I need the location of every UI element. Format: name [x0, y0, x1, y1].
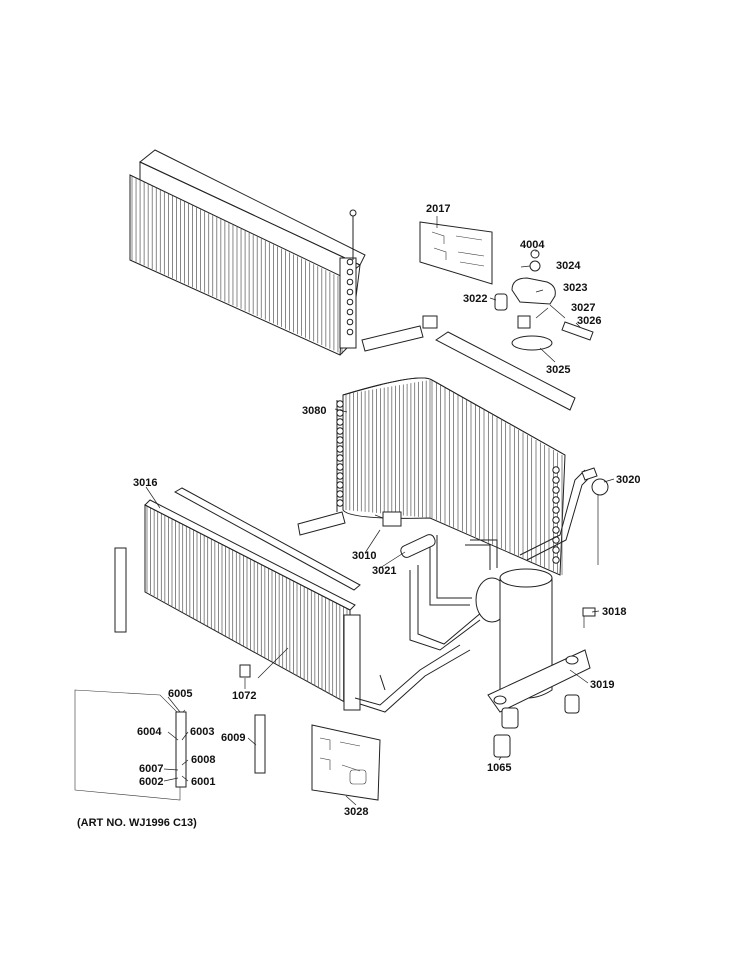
callout-6008: 6008	[191, 754, 215, 766]
control-plate[interactable]	[74, 689, 266, 801]
callout-3019: 3019	[590, 679, 614, 691]
evaporator-gaskets	[297, 511, 346, 536]
callout-6005: 6005	[168, 688, 192, 700]
callout-6003: 6003	[190, 726, 214, 738]
callout-3028: 3028	[344, 806, 368, 818]
callout-3020: 3020	[616, 474, 640, 486]
callout-6002: 6002	[139, 776, 163, 788]
callout-3080: 3080	[302, 405, 326, 417]
callout-2017: 2017	[426, 203, 450, 215]
callout-1072: 1072	[232, 690, 256, 702]
callout-3018: 3018	[602, 606, 626, 618]
callout-4004: 4004	[520, 239, 545, 251]
small-parts	[239, 467, 609, 678]
callout-3024: 3024	[556, 260, 581, 272]
callout-3023: 3023	[563, 282, 587, 294]
callout-3026: 3026	[577, 315, 601, 327]
outdoor-coil[interactable]	[114, 487, 361, 711]
callout-3016: 3016	[133, 477, 157, 489]
compressor-grommets	[493, 694, 580, 758]
leader-lines	[145, 216, 615, 806]
valve-parts-group[interactable]	[419, 221, 594, 351]
callout-6001: 6001	[191, 776, 215, 788]
top-condenser-coil[interactable]	[129, 149, 366, 356]
callout-1065: 1065	[487, 762, 511, 774]
callout-3025: 3025	[546, 364, 570, 376]
compressor[interactable]	[475, 568, 591, 713]
callout-6007: 6007	[139, 763, 163, 775]
callout-3010: 3010	[352, 550, 376, 562]
callout-6004: 6004	[137, 726, 162, 738]
top-gasket-strips	[361, 315, 576, 411]
callout-labels: 2017 4004 3024 3023 3022 3027 3026 3025 …	[77, 203, 640, 829]
hardware-bag	[311, 724, 381, 801]
callout-3021: 3021	[372, 565, 396, 577]
callout-3027: 3027	[571, 302, 595, 314]
refrigerant-piping	[354, 469, 593, 713]
evaporator-coil[interactable]	[336, 258, 566, 696]
art-number-caption: (ART NO. WJ1996 C13)	[77, 817, 197, 829]
reversing-valve[interactable]	[374, 511, 437, 559]
callout-3022: 3022	[463, 293, 487, 305]
callout-6009: 6009	[221, 732, 245, 744]
